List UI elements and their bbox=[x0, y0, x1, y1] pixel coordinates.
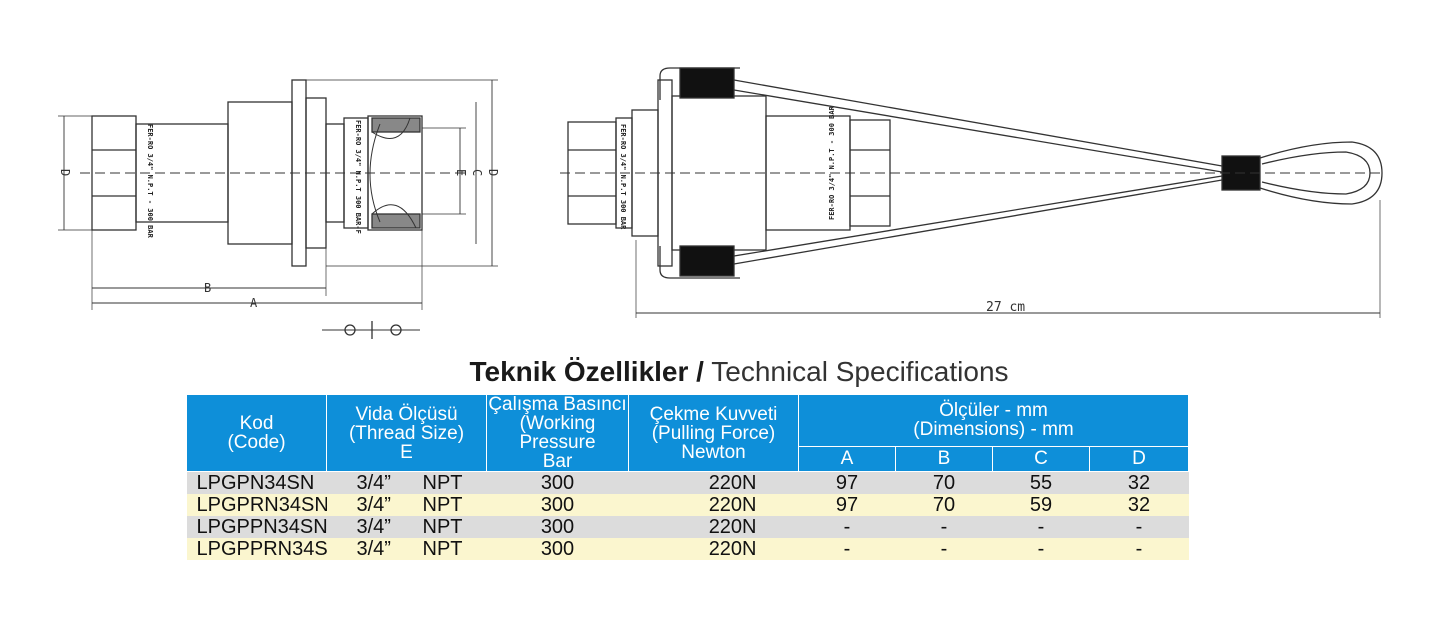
dim-label-e: E bbox=[454, 169, 468, 176]
engraving-left-nut: FER-RO 3/4" N.P.T 300 BAR-F bbox=[354, 120, 362, 234]
specifications-table: Kod (Code) Vida Ölçüsü (Thread Size) E Ç… bbox=[186, 394, 1190, 560]
dim-label-a: A bbox=[250, 296, 258, 310]
header-thread: Vida Ölçüsü (Thread Size) E bbox=[326, 394, 487, 472]
coupler-drawing-right bbox=[560, 67, 1385, 318]
header-dim-b: B bbox=[895, 445, 993, 473]
cell-thread: 3/4”NPT bbox=[326, 471, 487, 494]
cell-dim-c: 55 bbox=[992, 471, 1090, 494]
cell-dim-d: 32 bbox=[1089, 494, 1189, 516]
cell-dim-c: - bbox=[992, 538, 1090, 560]
cell-dim-b: - bbox=[895, 516, 993, 538]
cell-force: 220N bbox=[628, 494, 799, 516]
cell-dim-b: 70 bbox=[895, 471, 993, 494]
technical-drawings: D E C D B A 27 cm FER-RO 3/4" N.P.T - 30… bbox=[58, 67, 1385, 339]
table-row: LPGPPRN34SN 3/4”NPT 300 220N - - - - bbox=[186, 538, 1189, 560]
cell-dim-a: 97 bbox=[798, 471, 896, 494]
dim-label-c: C bbox=[470, 169, 484, 176]
dim-label-d-left: D bbox=[58, 169, 72, 176]
cell-dim-c: 59 bbox=[992, 494, 1090, 516]
cell-code: LPGPPN34SN bbox=[186, 516, 328, 538]
cell-force: 220N bbox=[628, 516, 799, 538]
table-row: LPGPPN34SN 3/4”NPT 300 220N - - - - bbox=[186, 516, 1189, 538]
header-dimensions: Ölçüler - mm (Dimensions) - mm bbox=[797, 394, 1190, 447]
dim-label-b: B bbox=[204, 281, 211, 295]
cell-dim-b: 70 bbox=[895, 494, 993, 516]
cell-dim-b: - bbox=[895, 538, 993, 560]
cell-dim-d: - bbox=[1089, 516, 1189, 538]
title-bold: Teknik Özellikler / bbox=[469, 356, 704, 387]
cell-dim-d: - bbox=[1089, 538, 1189, 560]
header-force: Çekme Kuvveti (Pulling Force) Newton bbox=[628, 394, 799, 472]
cell-dim-a: - bbox=[798, 538, 896, 560]
cell-thread: 3/4”NPT bbox=[326, 538, 487, 560]
cell-code: LPGPPRN34SN bbox=[186, 538, 342, 560]
title-light: Technical Specifications bbox=[703, 356, 1009, 387]
engraving-right-nut: FER-RO 3/4" N.P.T 300 BAR bbox=[619, 124, 627, 230]
cell-dim-a: - bbox=[798, 516, 896, 538]
cell-dim-d: 32 bbox=[1089, 471, 1189, 494]
engraving-left-body: FER-RO 3/4" N.P.T - 300 BAR bbox=[146, 124, 154, 239]
cell-pressure: 300 bbox=[486, 494, 629, 516]
drawings-svg: D E C D B A 27 cm FER-RO 3/4" N.P.T - 30… bbox=[58, 67, 1385, 339]
cell-pressure: 300 bbox=[486, 516, 629, 538]
page-title: Teknik Özellikler / Technical Specificat… bbox=[0, 356, 1440, 388]
cell-code: LPGPN34SN bbox=[186, 471, 327, 494]
cell-pressure: 300 bbox=[486, 471, 629, 494]
table-row: LPGPN34SN 3/4”NPT 300 220N 97 70 55 32 bbox=[186, 471, 1189, 494]
cell-force: 220N bbox=[628, 538, 799, 560]
header-pressure: Çalışma Basıncı (Working Pressure Bar bbox=[486, 394, 629, 472]
cell-dim-a: 97 bbox=[798, 494, 896, 516]
header-dim-d: D bbox=[1088, 445, 1190, 473]
header-dim-a: A bbox=[798, 445, 896, 473]
header-dim-c: C bbox=[992, 445, 1090, 473]
cell-pressure: 300 bbox=[486, 538, 629, 560]
dim-label-length: 27 cm bbox=[986, 300, 1025, 315]
cell-thread: 3/4”NPT bbox=[326, 516, 487, 538]
engraving-right-body: FER-RO 3/4" N.P.T - 300 BAR bbox=[828, 105, 836, 220]
cell-code: LPGPRN34SN bbox=[186, 494, 329, 516]
table-row: LPGPRN34SN 3/4”NPT 300 220N 97 70 59 32 bbox=[186, 494, 1189, 516]
cell-dim-c: - bbox=[992, 516, 1090, 538]
header-code: Kod (Code) bbox=[186, 394, 327, 472]
cell-force: 220N bbox=[628, 471, 799, 494]
cell-thread: 3/4”NPT bbox=[326, 494, 487, 516]
coupler-drawing-left bbox=[58, 79, 498, 339]
dim-label-d-right: D bbox=[486, 169, 500, 176]
